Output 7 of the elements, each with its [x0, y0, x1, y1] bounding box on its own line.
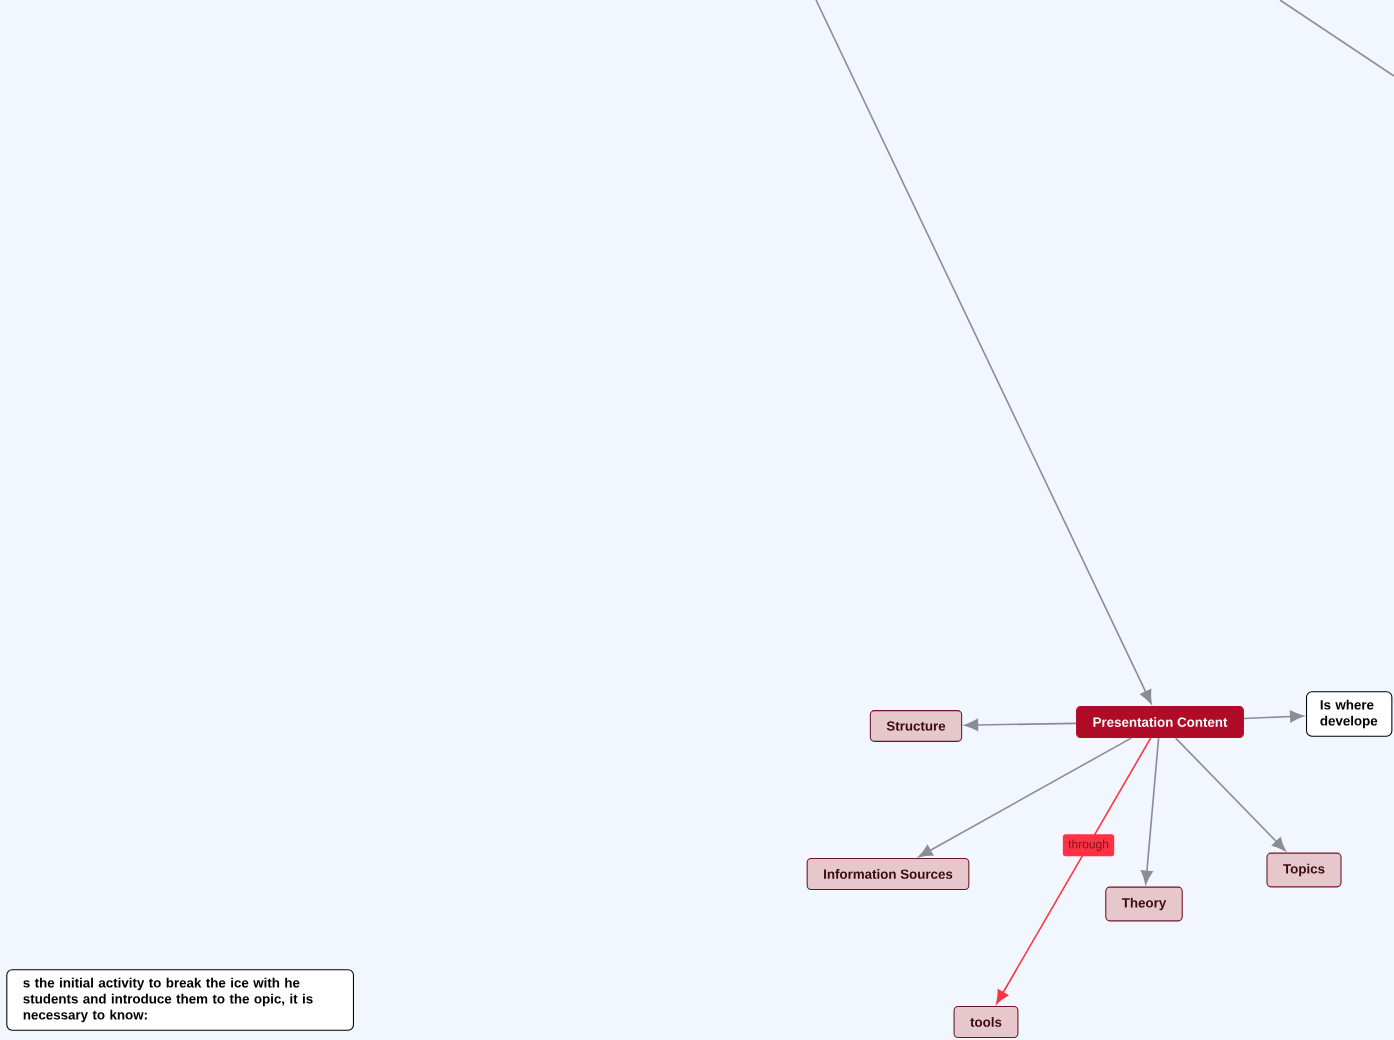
- arrow: [964, 719, 1077, 731]
- arrow: [1243, 710, 1304, 723]
- arrow: [996, 737, 1152, 1005]
- arrow: [918, 737, 1132, 858]
- arrow: [1174, 737, 1286, 852]
- arrow: [1140, 737, 1160, 885]
- arrow: [815, 0, 1152, 704]
